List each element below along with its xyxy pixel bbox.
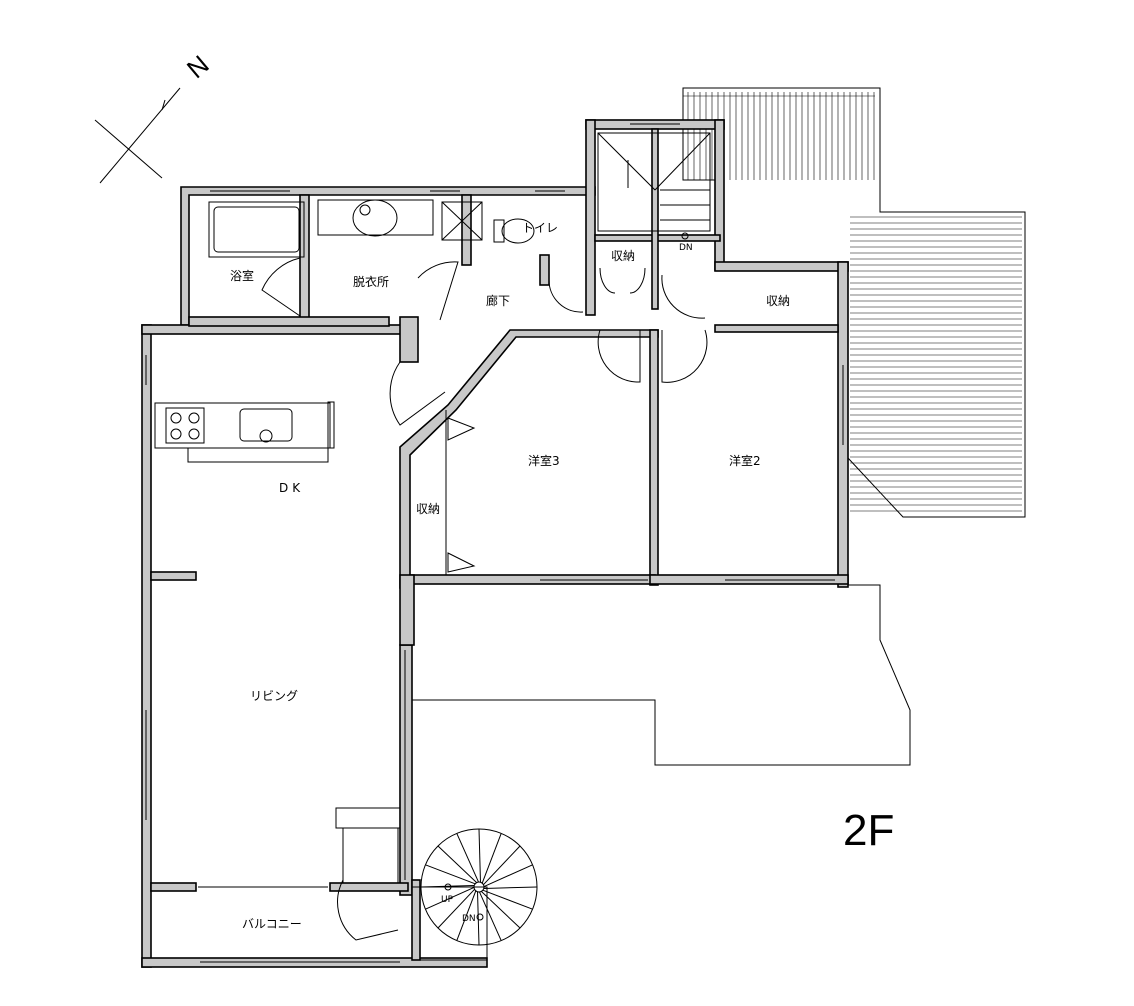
north-arrow: N: [94, 49, 215, 184]
room-label-dk: DK: [279, 481, 304, 495]
kitchen-counter: [154, 401, 335, 463]
windows: [145, 123, 844, 963]
doors: [261, 257, 708, 941]
room-label-western2: 洋室2: [729, 453, 761, 468]
room-label-western3: 洋室3: [528, 453, 560, 468]
stair-label-spiral-dn: DN: [462, 914, 476, 924]
washing-machine: [441, 201, 483, 241]
spiral-stair: [411, 828, 538, 961]
bathtub: [208, 201, 305, 258]
washbasin: [317, 199, 434, 237]
room-label-storage-room3: 収納: [416, 502, 440, 516]
room-label-bathroom: 浴室: [230, 268, 254, 283]
room-label-storage-stair: 収納: [611, 249, 635, 263]
balcony-post: [335, 807, 401, 884]
stair-label-main-dn: DN: [679, 243, 693, 253]
floor-label: 2F: [843, 806, 894, 855]
room-label-storage-room2: 収納: [766, 294, 790, 308]
roof-lower: [411, 582, 911, 766]
room-label-living: リビング: [250, 689, 298, 703]
room-label-hall: 廊下: [486, 293, 510, 308]
stair-label-spiral-up: UP: [441, 895, 454, 905]
north-label: N: [181, 49, 215, 84]
room-label-balcony: バルコニー: [242, 917, 302, 931]
room-label-toilet: トイレ: [522, 221, 558, 235]
room-label-dressing: 脱衣所: [353, 274, 389, 289]
main-stair: [597, 132, 711, 240]
toilet-fixture: [493, 218, 535, 244]
roof-upper-right: [682, 87, 1026, 518]
